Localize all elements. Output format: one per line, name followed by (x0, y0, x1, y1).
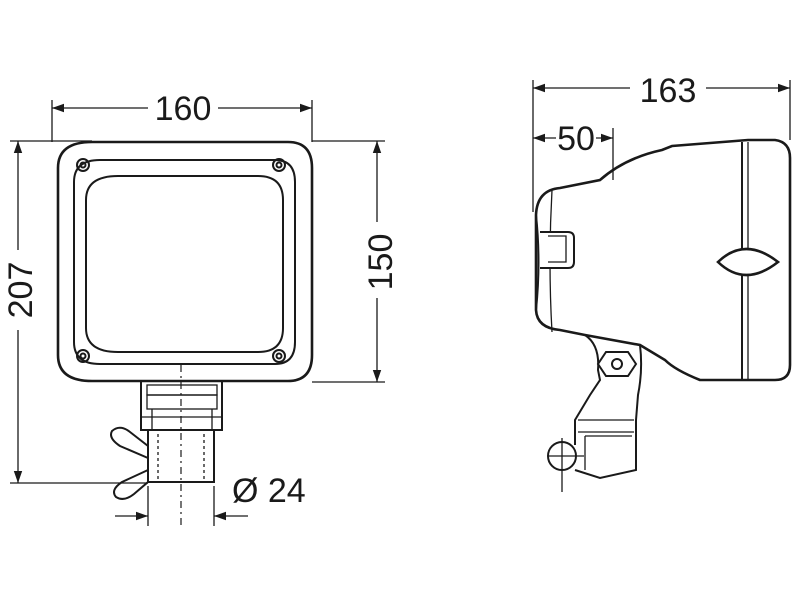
screw-holes (76, 158, 286, 363)
dim-label-50: 50 (557, 120, 595, 158)
side-wing-nut (547, 438, 584, 492)
dim-label-207: 207 (2, 262, 40, 319)
dim-label-150: 150 (362, 234, 400, 291)
wing-nut (110, 426, 149, 500)
dim-depth-front: 50 (533, 120, 614, 180)
front-view (56, 140, 314, 528)
side-mount-bracket (574, 334, 643, 480)
dim-diameter-mount: Ø 24 (115, 472, 306, 526)
dim-depth-total: 163 (532, 72, 791, 212)
dim-height-body: 150 (312, 140, 400, 383)
dim-width-front: 160 (51, 90, 313, 142)
dim-label-160: 160 (155, 90, 212, 128)
dim-label-diameter-24: Ø 24 (232, 472, 306, 510)
side-view (534, 138, 792, 492)
dim-label-163: 163 (640, 72, 697, 110)
dim-height-total: 207 (2, 140, 148, 484)
